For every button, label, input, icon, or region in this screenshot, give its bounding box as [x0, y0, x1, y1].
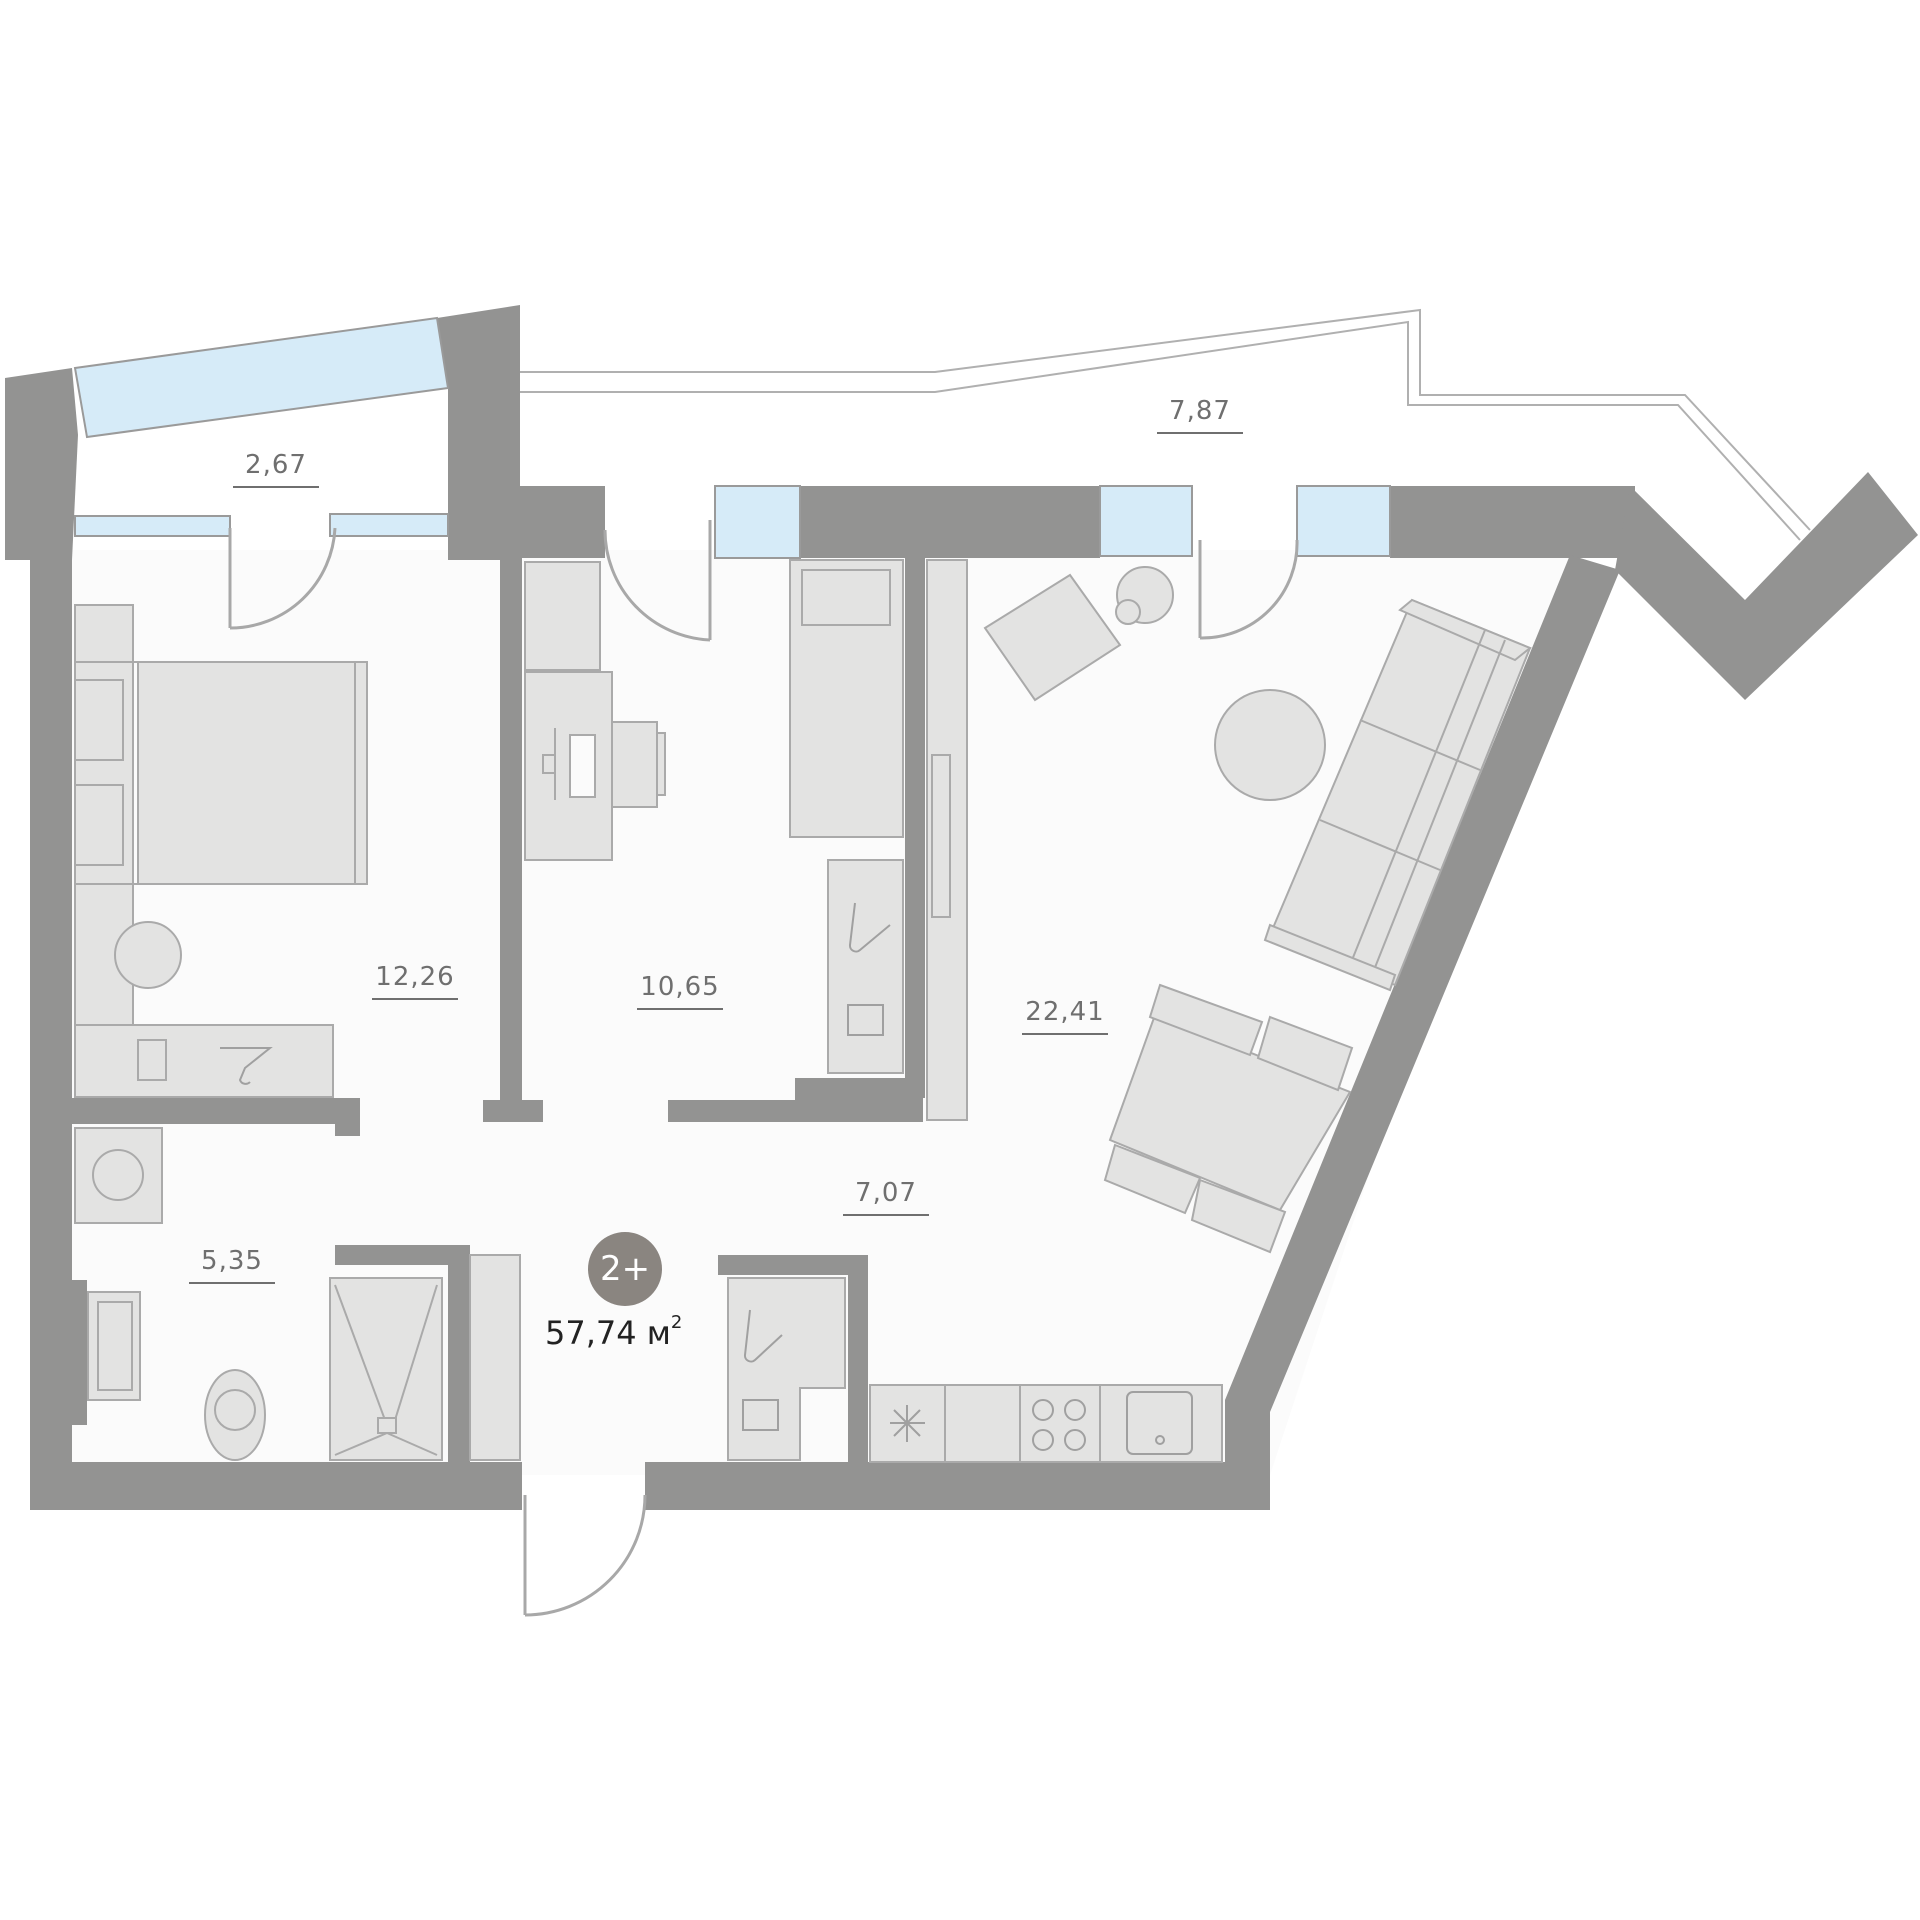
fridge-icon: [890, 1405, 925, 1442]
hanger-icon: [742, 1309, 783, 1431]
shower-icon: [329, 1254, 521, 1461]
armchair-icon: [983, 566, 1174, 702]
sofa-icon: [1263, 598, 1532, 992]
sink-icon: [87, 1291, 141, 1401]
total-area: 57,74 м2: [545, 1312, 683, 1352]
room-area-balcony-right: 7,87: [1140, 396, 1260, 434]
washing-machine-icon: [74, 1127, 163, 1224]
hanger-icon: [847, 902, 891, 1036]
desk-icon: [524, 561, 666, 861]
room-area-living-kitchen: 22,41: [1005, 997, 1125, 1035]
room-area-bathroom: 5,35: [172, 1246, 292, 1284]
wardrobe-icon: [789, 559, 968, 1121]
balcony-right: [520, 308, 1811, 541]
walls: [5, 305, 1918, 1510]
bed-icon: [74, 604, 368, 1026]
hanger-icon: [220, 1047, 273, 1085]
room-area-bedroom: 12,26: [355, 962, 475, 1000]
room-area-balcony-left: 2,67: [216, 450, 336, 488]
floor: [72, 550, 1575, 1475]
window-icon: [73, 316, 1391, 559]
dining-table-icon: [1103, 983, 1354, 1254]
apartment-type-badge: 2+: [588, 1232, 662, 1306]
room-area-study: 10,65: [620, 972, 740, 1010]
room-area-hallway: 7,07: [826, 1178, 946, 1216]
stool-icon: [114, 921, 182, 989]
stove-icon: [1032, 1399, 1086, 1451]
door-icon: [228, 520, 1299, 1617]
sink-icon: [1126, 1391, 1193, 1455]
wardrobe-icon: [74, 1024, 334, 1098]
toilet-icon: [204, 1369, 266, 1461]
table-icon: [1214, 689, 1326, 801]
wardrobe-icon: [727, 1277, 846, 1461]
